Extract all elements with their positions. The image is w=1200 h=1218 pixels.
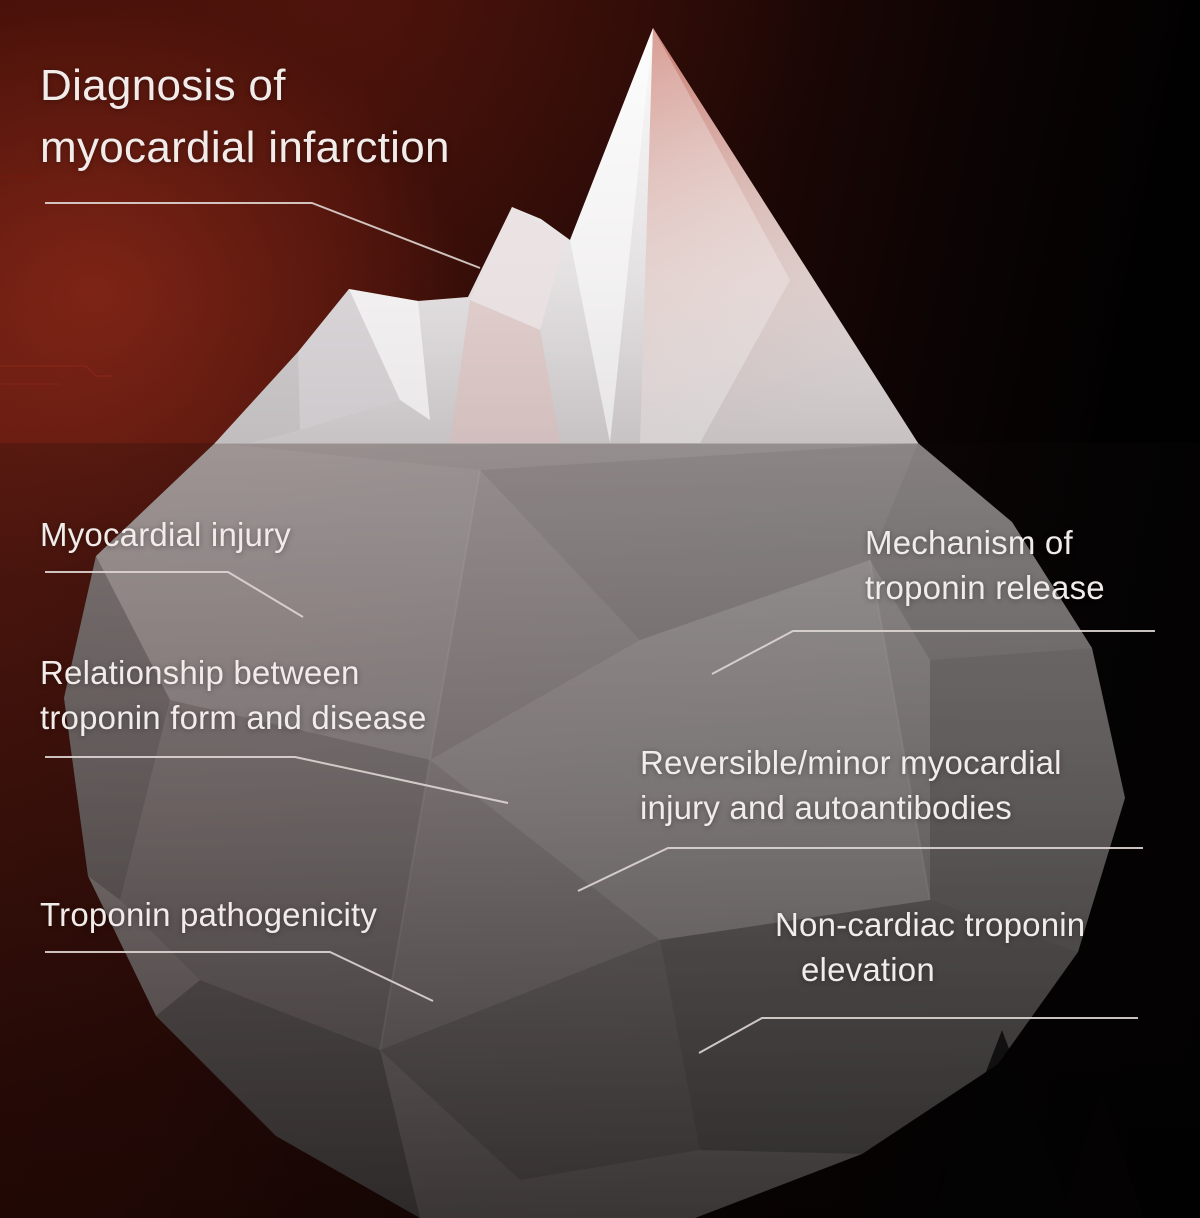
leader-line-reversible — [577, 847, 1143, 892]
label-line: Reversible/minor myocardial — [640, 744, 1062, 781]
label-line: Myocardial injury — [40, 516, 291, 553]
label-line: elevation — [801, 951, 935, 988]
decor-lines — [0, 175, 112, 385]
label-mechanism-of-troponin-release: Mechanism of troponin release — [865, 520, 1105, 610]
label-line: Non-cardiac troponin — [775, 906, 1086, 943]
label-reversible-minor-injury-autoantibodies: Reversible/minor myocardial injury and a… — [640, 740, 1062, 830]
label-line: troponin release — [865, 569, 1105, 606]
title-line-1: Diagnosis of — [40, 61, 286, 110]
iceberg-below-water — [64, 442, 1144, 1218]
leader-lines — [45, 202, 1155, 1054]
label-line: troponin form and disease — [40, 699, 427, 736]
label-line: Mechanism of — [865, 524, 1073, 561]
label-line: Troponin pathogenicity — [40, 896, 378, 933]
label-line: Relationship between — [40, 654, 360, 691]
leader-line-relationship — [45, 756, 509, 804]
leader-line-pathogenicity — [45, 951, 434, 1002]
title-line-2: myocardial infarction — [40, 123, 450, 172]
page-title: Diagnosis of myocardial infarction — [40, 55, 450, 179]
label-relationship-troponin-form-disease: Relationship between troponin form and d… — [40, 650, 427, 740]
leader-line-non-cardiac — [698, 1017, 1138, 1054]
leader-line-mechanism — [711, 630, 1155, 675]
iceberg-above-water — [215, 28, 918, 443]
label-troponin-pathogenicity: Troponin pathogenicity — [40, 892, 377, 937]
label-non-cardiac-troponin-elevation: Non-cardiac troponin elevation — [775, 902, 1085, 992]
leader-line-myocardial-injury — [45, 571, 304, 618]
decor-line-middle — [0, 365, 112, 377]
label-line: injury and autoantibodies — [640, 789, 1012, 826]
leader-line-title — [45, 202, 481, 269]
label-myocardial-injury: Myocardial injury — [40, 512, 291, 557]
